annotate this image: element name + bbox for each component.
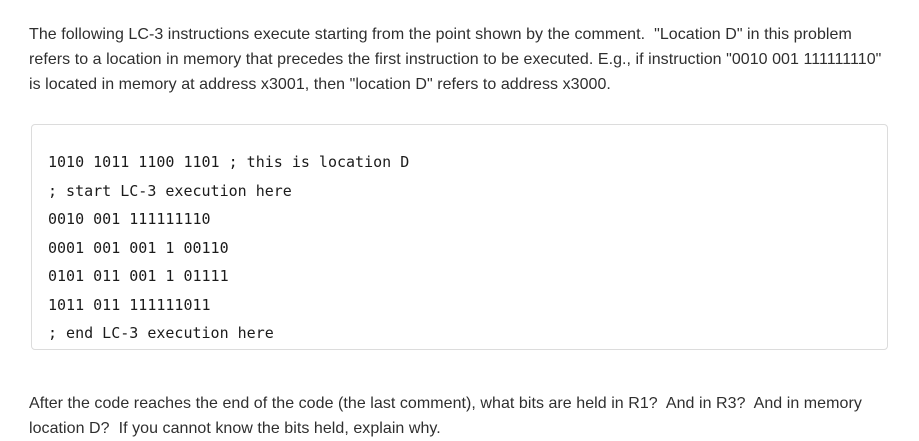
code-block: 1010 1011 1100 1101 ; this is location D… xyxy=(31,124,888,350)
outro-paragraph: After the code reaches the end of the co… xyxy=(29,395,867,437)
code-line: 1011 011 111111011 xyxy=(48,295,211,314)
code-line: 1010 1011 1100 1101 ; this is location D xyxy=(48,153,410,171)
code-line: ; end LC-3 execution here xyxy=(48,324,274,342)
code-line: 0001 001 001 1 00110 xyxy=(48,238,229,257)
intro-paragraph: The following LC-3 instructions execute … xyxy=(29,26,886,93)
code-line: 0101 011 001 1 01111 xyxy=(48,267,229,285)
code-listing: 1010 1011 1100 1101 ; this is location D… xyxy=(48,148,871,348)
code-line: ; start LC-3 execution here xyxy=(48,181,292,200)
code-line: 0010 001 111111110 xyxy=(48,210,211,228)
